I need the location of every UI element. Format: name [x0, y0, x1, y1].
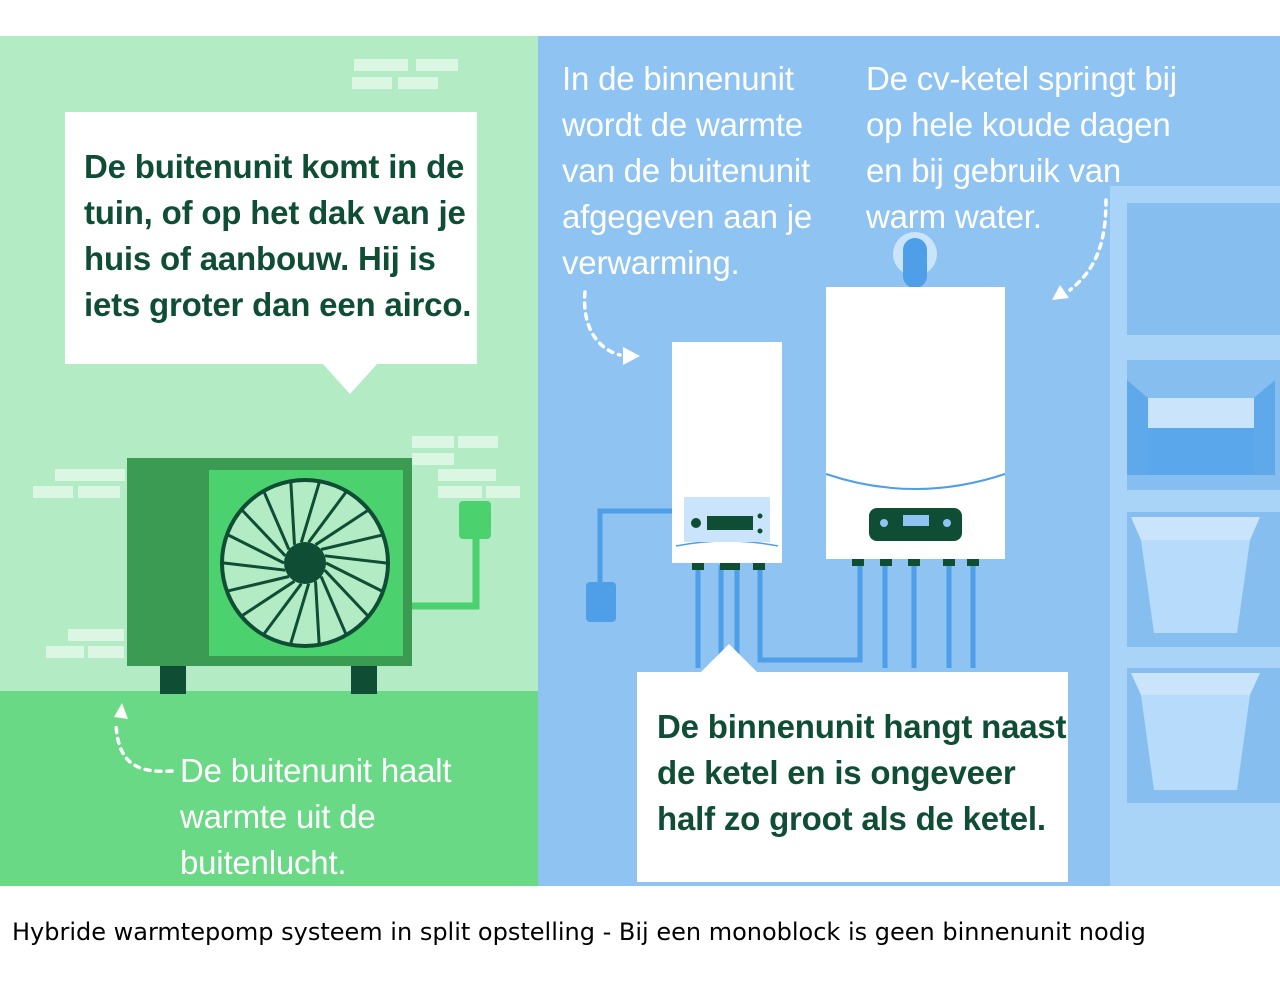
speech-bubble-text: De buitenunit komt in de tuin, of op het…	[84, 144, 471, 328]
caption: Hybride warmtepomp systeem in split opst…	[12, 918, 1146, 946]
text-line: warmte uit de	[180, 798, 376, 835]
dotted-arrow-boiler	[1052, 198, 1108, 300]
shelving	[1110, 186, 1280, 886]
text-line: De buitenunit haalt	[180, 752, 452, 789]
text-line: De cv-ketel springt bij	[866, 60, 1177, 97]
fan-blade	[222, 561, 286, 572]
ground-label: De buitenunit haalt warmte uit de buiten…	[180, 748, 452, 886]
text-line: huis of aanbouw. Hij is	[84, 240, 436, 277]
fan-blade	[299, 481, 321, 543]
text-line: half zo groot als de ketel.	[657, 800, 1046, 837]
info-box	[637, 644, 1068, 882]
fan-blade	[262, 491, 291, 551]
fan-blade	[320, 533, 383, 551]
dotted-arrow-indoor	[582, 290, 640, 365]
pipe-valve	[586, 582, 616, 622]
text-line: De binnenunit hangt naast	[657, 708, 1067, 745]
text-line: en bij gebruik van	[866, 152, 1122, 189]
fan-blade	[262, 582, 303, 635]
text-line: van de buitenunit	[562, 152, 810, 189]
fan-blade	[314, 581, 321, 644]
text-line: tuin, of op het dak van je	[84, 194, 466, 231]
fan-blade	[324, 554, 388, 565]
fan-blade	[307, 491, 348, 544]
fan-blade	[227, 575, 290, 593]
boiler-label: De cv-ketel springt bij op hele koude da…	[866, 56, 1177, 240]
text-line: warm water.	[866, 198, 1042, 235]
outdoor-unit	[127, 458, 491, 694]
info-box-text: De binnenunit hangt naast de ketel en is…	[657, 704, 1067, 842]
indoor-unit	[672, 342, 782, 570]
brick-decoration	[33, 59, 520, 658]
fan-blade	[319, 575, 348, 635]
text-line: afgegeven aan je	[562, 198, 813, 235]
text-line: de ketel en is ongeveer	[657, 754, 1016, 791]
fan-blade	[289, 583, 311, 645]
fan-blade	[323, 569, 369, 617]
fan-blade	[241, 579, 296, 617]
speech-bubble	[65, 112, 477, 394]
ground-strip	[0, 691, 538, 886]
fan-blade	[314, 509, 369, 547]
pipes	[597, 508, 976, 668]
text-line: wordt de warmte	[562, 106, 803, 143]
indoor-unit-label: In de binnenunit wordt de warmte van de …	[562, 56, 812, 286]
text-line: De buitenunit komt in de	[84, 148, 465, 185]
fan-icon	[220, 478, 390, 648]
text-line: iets groter dan een airco.	[84, 286, 472, 323]
text-line: op hele koude dagen	[866, 106, 1171, 143]
boiler	[825, 232, 1006, 566]
text-line: verwarming.	[562, 244, 740, 281]
fan-blade	[325, 561, 383, 593]
text-line: In de binnenunit	[562, 60, 794, 97]
text-line: buitenlucht.	[180, 844, 347, 881]
fan-blade	[241, 509, 287, 557]
fan-blade	[289, 482, 296, 545]
dotted-arrow-outdoor	[114, 703, 174, 774]
fan-blade	[227, 533, 285, 565]
